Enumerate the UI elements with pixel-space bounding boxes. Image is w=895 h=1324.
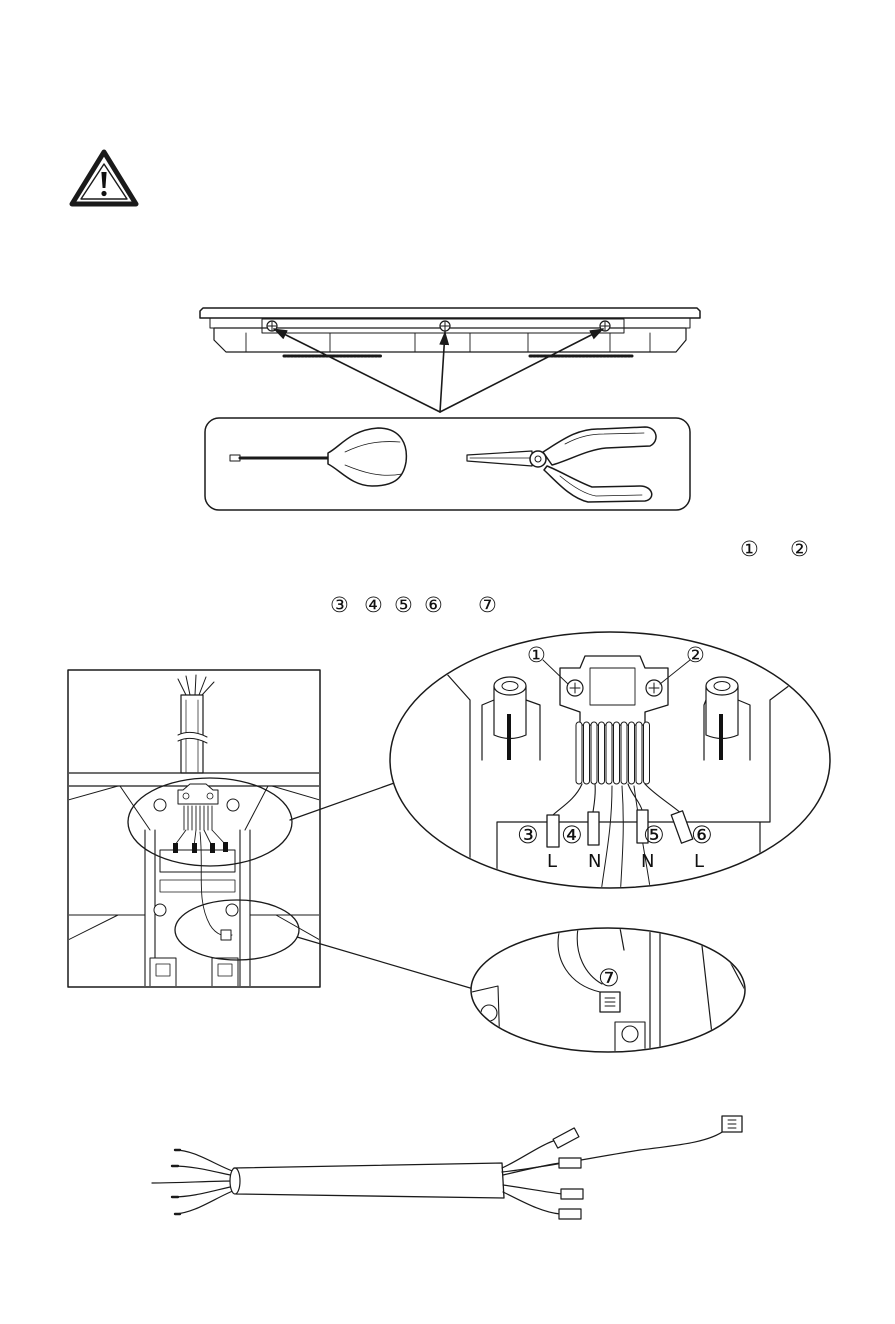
label-terminal-6: ⑥	[691, 821, 713, 849]
label-neutral-n: N	[588, 851, 601, 872]
wire-terminal-connector	[559, 1158, 581, 1168]
label-screw-1: ①	[527, 643, 546, 667]
label-screw-2: ②	[686, 643, 705, 667]
instruction-line-2: ③ ④ ⑤ ⑥ ⑦	[330, 593, 497, 617]
instruction-line-1: ① ②	[740, 537, 809, 561]
cooktop-side-view	[200, 308, 700, 356]
terminal-connector	[547, 815, 559, 847]
marker-screw-2: ②	[790, 537, 809, 561]
wire-terminal-connector	[559, 1209, 581, 1219]
screw-icon	[440, 321, 450, 331]
label-terminal-5: ⑤	[643, 821, 665, 849]
wire-terminal-connector	[553, 1128, 579, 1148]
installation-view	[68, 670, 320, 987]
marker-terminal-4: ④	[364, 593, 383, 617]
label-connector-7: ⑦	[598, 964, 620, 992]
terminal-callout: ① ② ③ ④ ⑤ ⑥ L N N L	[390, 632, 830, 900]
label-terminal-4: ④	[561, 821, 583, 849]
warning-triangle-icon	[72, 152, 136, 204]
label-terminal-3: ③	[517, 821, 539, 849]
label-line-l: L	[694, 851, 704, 872]
marker-screw-1: ①	[740, 537, 759, 561]
label-line-l: L	[547, 851, 557, 872]
marker-terminal-6: ⑥	[424, 593, 443, 617]
power-cable-illustration	[152, 1116, 742, 1219]
screw-pointer-arrows	[274, 329, 603, 412]
connector-callout: ⑦	[471, 928, 745, 1054]
marker-terminal-5: ⑤	[394, 593, 413, 617]
label-neutral-n: N	[641, 851, 654, 872]
marker-connector-7: ⑦	[478, 593, 497, 617]
marker-terminal-3: ③	[330, 593, 349, 617]
terminal-connector	[588, 812, 599, 845]
tools-panel	[205, 418, 690, 510]
wire-terminal-connector	[561, 1189, 583, 1199]
clamp-screw-icon	[567, 680, 583, 696]
clamp-screw-icon	[646, 680, 662, 696]
